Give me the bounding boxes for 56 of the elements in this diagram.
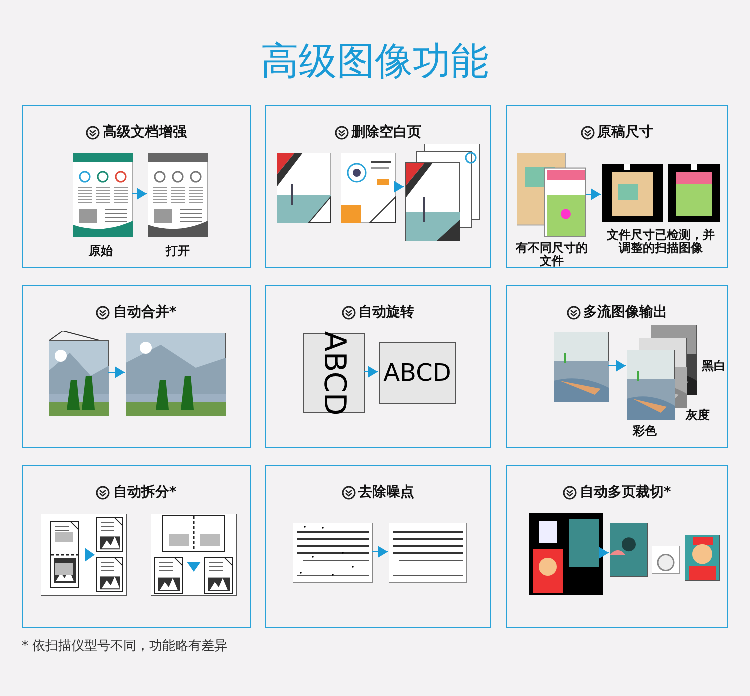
arrow — [608, 360, 626, 372]
arrow — [132, 188, 148, 200]
arrow — [108, 366, 126, 378]
sample-picture — [73, 153, 133, 237]
arrow — [372, 546, 388, 558]
sample-picture — [126, 333, 226, 416]
picture-caption: 灰度 — [684, 409, 711, 422]
panel-heading: 多流图像输出 — [584, 304, 668, 321]
arrow — [364, 366, 378, 378]
picture-caption: 原始 — [88, 245, 114, 258]
feature-panel — [22, 465, 251, 628]
arrow — [599, 547, 610, 559]
panel-heading: 原稿尺寸 — [598, 124, 654, 141]
sample-picture — [627, 350, 675, 420]
arrow — [586, 188, 602, 200]
sample-picture — [341, 153, 396, 223]
page-title: 高级图像功能 — [260, 38, 490, 85]
arrow — [394, 181, 404, 193]
sample-picture — [405, 144, 481, 242]
sample-picture — [685, 535, 720, 581]
feature-panel — [506, 285, 728, 448]
sample-picture — [529, 513, 603, 595]
sample-picture — [652, 546, 680, 574]
panel-heading: 自动多页裁切* — [580, 484, 672, 501]
sample-picture — [389, 523, 467, 583]
panel-heading: 自动拆分* — [113, 484, 177, 501]
picture-caption: 有不同尺寸的文件 — [514, 242, 589, 268]
sample-picture — [148, 153, 208, 237]
sample-picture — [49, 331, 109, 416]
sample-picture — [293, 523, 373, 583]
feature-panel — [265, 105, 491, 268]
feature-panel — [22, 285, 251, 448]
feature-panel — [506, 105, 728, 268]
sample-picture — [517, 153, 587, 238]
sample-picture — [602, 164, 720, 222]
panel-heading: 去除噪点 — [358, 484, 414, 501]
panel-heading: 自动旋转 — [358, 304, 414, 321]
page-split-drawing — [151, 514, 237, 596]
footnote: * 依扫描仪型号不同，功能略有差异 — [22, 638, 228, 655]
picture-caption: 打开 — [164, 245, 191, 258]
picture-caption: 黑白 — [701, 360, 727, 373]
panel-heading: 删除空白页 — [352, 124, 422, 141]
text-card: ABCD — [379, 342, 456, 404]
picture-caption: 彩色 — [632, 425, 658, 438]
page-split-drawing — [41, 514, 127, 596]
panel-heading: 高级文档增强 — [103, 124, 187, 141]
sample-picture — [277, 153, 331, 223]
feature-panel — [265, 285, 491, 448]
text-card: ABCD — [303, 333, 365, 413]
feature-panel — [265, 465, 491, 628]
panel-heading: 自动合并* — [113, 304, 177, 321]
sample-picture — [610, 523, 648, 577]
feature-panel — [22, 105, 251, 268]
feature-panel — [506, 465, 728, 628]
sample-picture — [554, 332, 609, 402]
picture-caption: 文件尺寸已检测，并调整的扫描图像 — [607, 229, 715, 255]
